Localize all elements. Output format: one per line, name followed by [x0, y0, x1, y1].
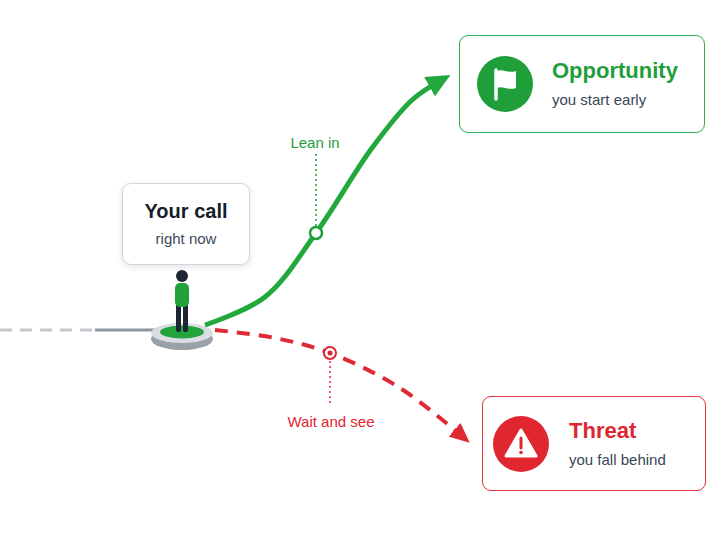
person-head — [176, 270, 188, 282]
past-path-solid — [95, 329, 160, 332]
node-heading: Opportunity — [552, 58, 704, 84]
decision-callout: Your call right now — [122, 183, 250, 265]
leader-line — [315, 154, 317, 226]
node-subtext: you fall behind — [569, 450, 705, 470]
warning-mark — [520, 438, 523, 448]
person-leg — [183, 304, 188, 332]
warning-icon-circle — [493, 416, 549, 472]
outcome-box: Opportunity you start early — [459, 35, 705, 133]
platform-top — [151, 323, 213, 343]
flag-pole — [494, 70, 498, 99]
choice-path — [215, 330, 464, 438]
platform-center — [160, 326, 204, 339]
flag-icon-circle — [477, 56, 533, 112]
node-heading: Your call — [145, 199, 228, 223]
path-marker-dot — [328, 351, 333, 356]
path-label: Wait and see — [288, 413, 375, 430]
person-torso — [175, 283, 189, 307]
node-subtext: right now — [156, 229, 217, 249]
warning-dot — [519, 451, 523, 455]
path-marker — [324, 347, 336, 359]
node-subtext: you start early — [552, 90, 704, 110]
path-marker — [310, 227, 322, 239]
warning-triangle — [506, 430, 536, 456]
flag-icon — [497, 70, 516, 89]
past-path-dashed — [0, 329, 95, 332]
node-heading: Threat — [569, 418, 705, 444]
person-leg — [176, 304, 181, 332]
leader-line — [329, 361, 331, 406]
path-label: Lean in — [290, 134, 339, 151]
outcome-box: Threat you fall behind — [482, 396, 706, 491]
